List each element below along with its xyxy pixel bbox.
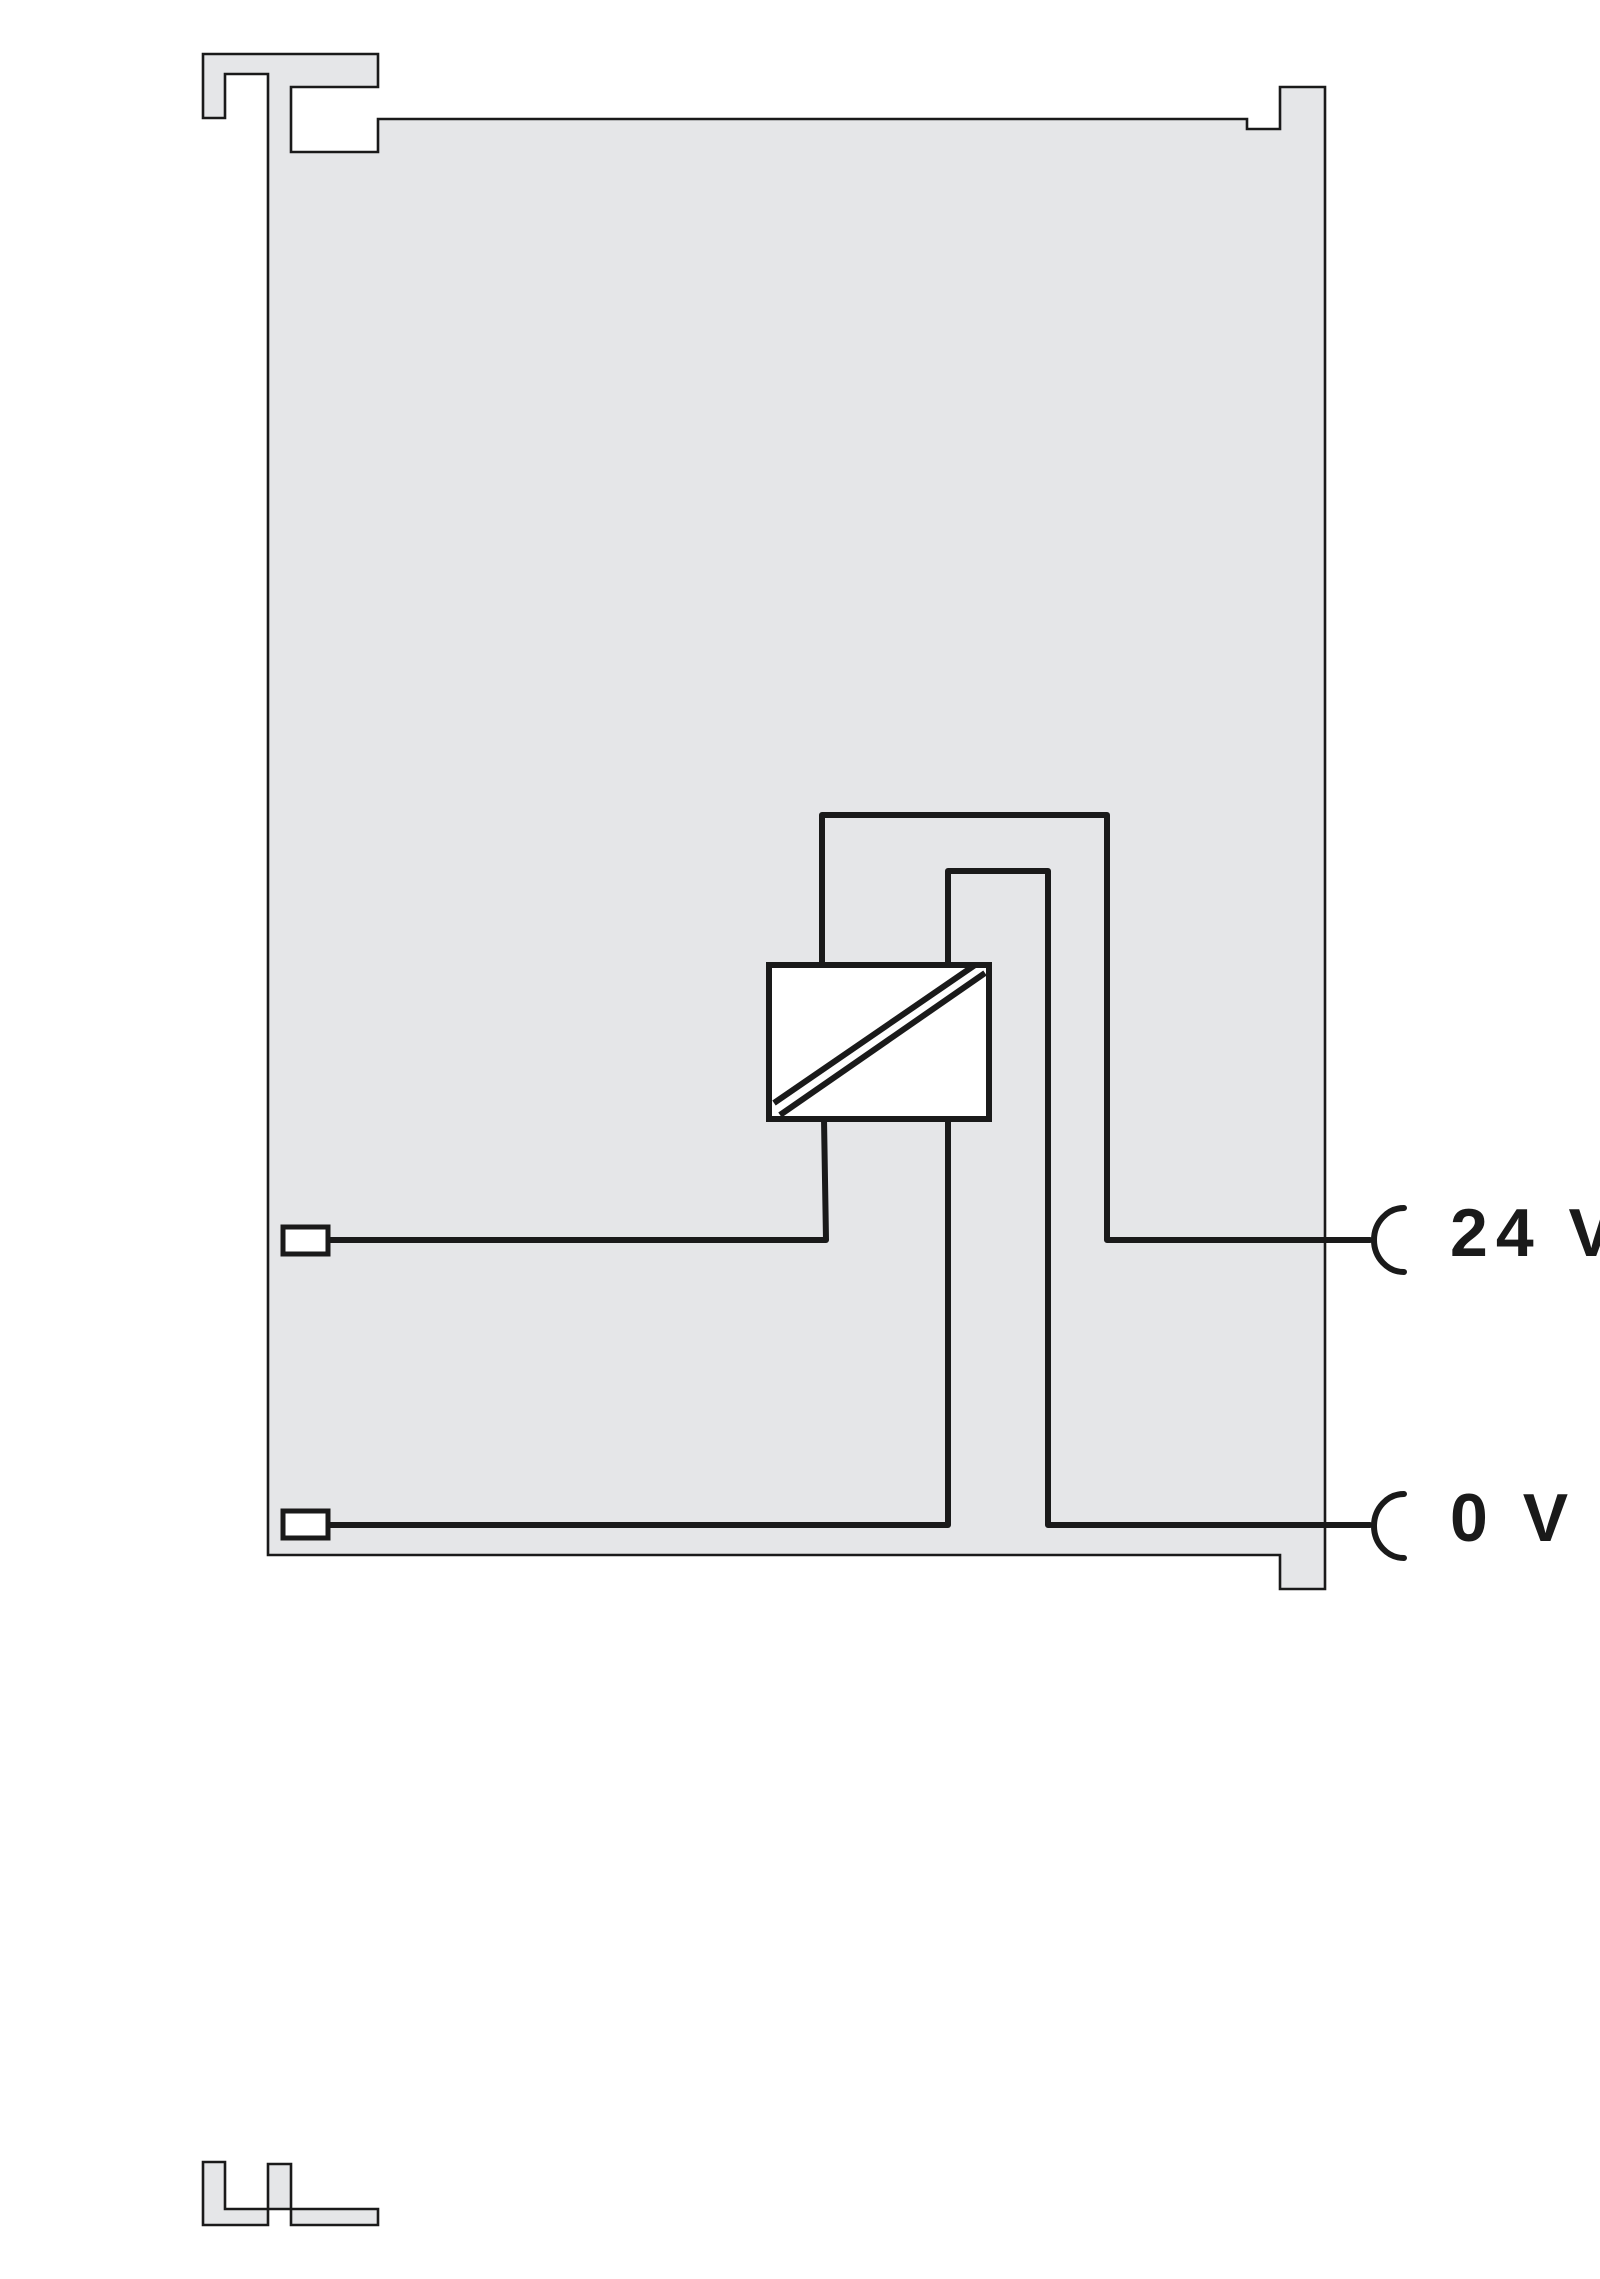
converter-divider-line-1 xyxy=(772,962,977,1106)
contact-icon xyxy=(280,1224,331,1257)
isolated-converter-icon xyxy=(766,962,992,1122)
supply-label-0v: 0 V xyxy=(1450,1480,1576,1556)
contact-icon xyxy=(280,1508,331,1541)
supply-label-24v: 24 V xyxy=(1450,1195,1600,1271)
converter-box xyxy=(766,962,992,1122)
wire-0v xyxy=(945,868,1373,1528)
converter-divider-line-2 xyxy=(778,970,987,1118)
wire-lower-contact xyxy=(327,1116,951,1528)
wire-24v xyxy=(819,812,1373,1243)
socket-icon xyxy=(1371,1491,1407,1561)
socket-icon xyxy=(1371,1205,1407,1275)
bottom-rail-clip-right xyxy=(266,2162,380,2227)
wiring xyxy=(327,812,1373,1528)
module-housing xyxy=(201,52,1327,1591)
wire-upper-contact xyxy=(327,1116,829,1243)
bottom-rail-clip-left xyxy=(201,2160,270,2227)
